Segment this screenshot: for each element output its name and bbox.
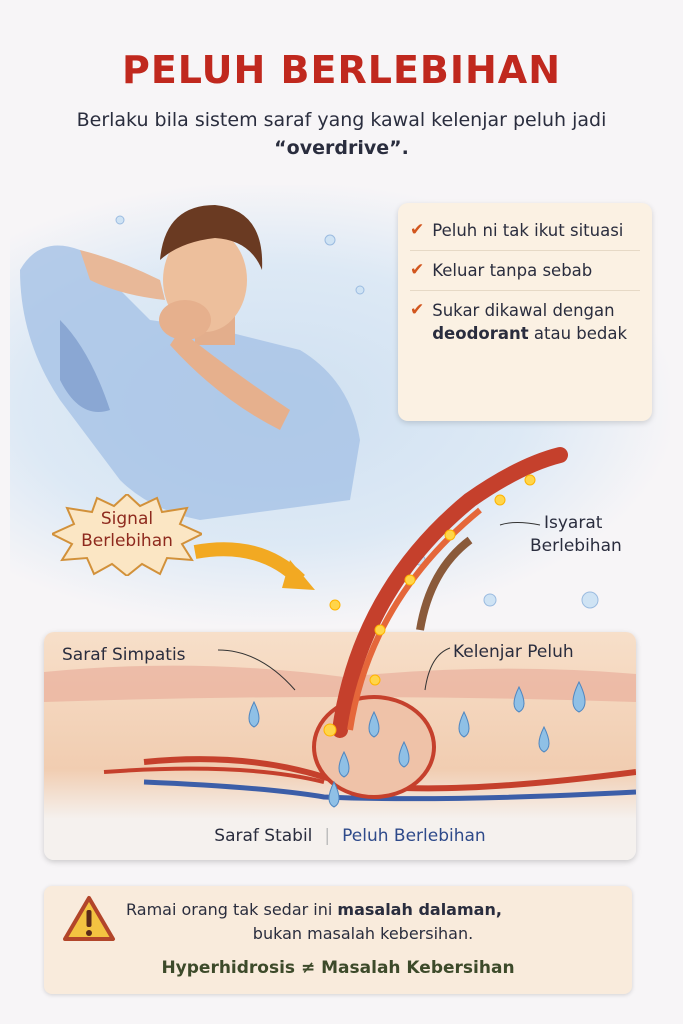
warning-line2: bukan masalah kebersihan.	[252, 924, 474, 943]
checklist-text-pre: Sukar dikawal dengan	[432, 301, 615, 320]
checklist-text: Keluar tanpa sebab	[432, 261, 593, 280]
burst-line1: Signal	[100, 509, 154, 529]
check-icon: ✔	[410, 260, 425, 280]
isyarat-line1: Isyarat	[544, 513, 603, 533]
warning-bold: masalah dalaman,	[337, 900, 502, 919]
warning-box: Ramai orang tak sedar ini masalah dalama…	[44, 886, 632, 994]
overactive-nerve-illustration	[193, 447, 568, 738]
legend-left: Saraf Stabil	[214, 826, 313, 846]
signal-burst-badge	[52, 494, 202, 576]
warning-icon	[63, 896, 115, 941]
warning-equation: Hyperhidrosis ≠ Masalah Kebersihan	[161, 958, 515, 978]
saraf-simpatis-label: Saraf Simpatis	[62, 645, 186, 665]
isyarat-line2: Berlebihan	[530, 536, 622, 556]
legend-right: Peluh Berlebihan	[342, 826, 486, 846]
subtitle: Berlaku bila sistem saraf yang kawal kel…	[40, 106, 643, 162]
diagram-legend: Saraf Stabil | Peluh Berlebihan	[44, 826, 636, 846]
page-title: PELUH BERLEBIHAN	[121, 48, 562, 92]
burst-line2: Berlebihan	[81, 531, 173, 551]
legend-divider: |	[324, 826, 331, 846]
warning-pre: Ramai orang tak sedar ini	[126, 900, 338, 919]
checklist-text: Sukar dikawal dengan deodorant atau beda…	[432, 299, 640, 345]
checklist-text: Peluh ni tak ikut situasi	[432, 221, 624, 240]
checklist-item: ✔ Peluh ni tak ikut situasi	[410, 211, 640, 251]
checklist-item: ✔ Keluar tanpa sebab	[410, 251, 640, 291]
checklist-text-post: atau bedak	[528, 324, 628, 343]
warning-line1: Ramai orang tak sedar ini masalah dalama…	[126, 900, 626, 919]
checklist-item: ✔ Sukar dikawal dengan deodorant atau bed…	[410, 291, 640, 353]
subtitle-emphasis: “overdrive”.	[274, 137, 409, 159]
sweating-man-illustration	[20, 205, 599, 609]
symptom-checklist: ✔ Peluh ni tak ikut situasi ✔ Keluar tanpa…	[398, 203, 652, 421]
kelenjar-peluh-label: Kelenjar Peluh	[453, 642, 574, 662]
checklist-text-bold: deodorant	[432, 324, 529, 343]
check-icon: ✔	[410, 300, 425, 320]
check-icon: ✔	[410, 220, 425, 240]
subtitle-text: Berlaku bila sistem saraf yang kawal kel…	[76, 109, 607, 131]
